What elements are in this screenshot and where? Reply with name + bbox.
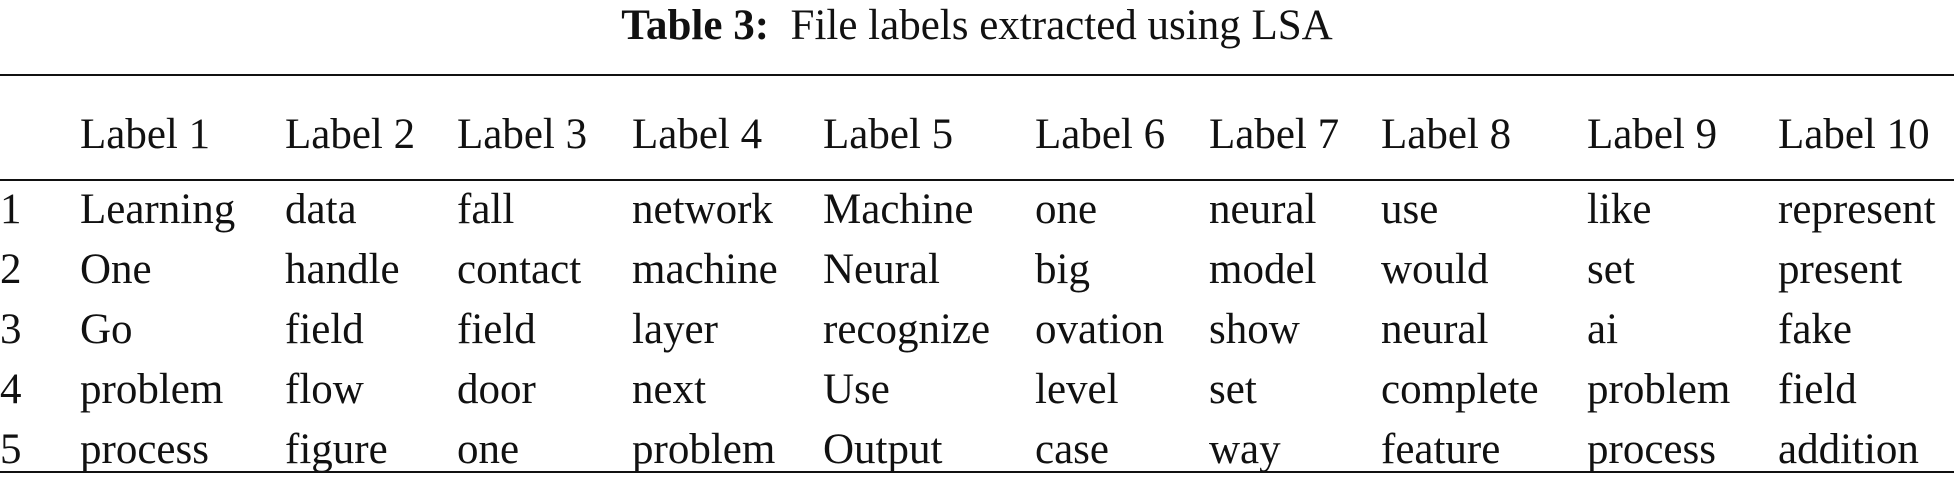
table-cell: machine [632, 245, 778, 293]
table-cell: Go [80, 305, 133, 353]
row-number-cell: 4 [0, 365, 22, 413]
table-cell: flow [285, 365, 364, 413]
column-header: Label 2 [285, 110, 416, 158]
row-number-cell: 1 [0, 185, 22, 233]
column-header: Label 6 [1035, 110, 1166, 158]
table-top-rule [0, 74, 1954, 76]
table-cell: Neural [823, 245, 940, 293]
table-header-row: Label 1 Label 2 Label 3 Label 4 Label 5 … [0, 89, 1954, 179]
table-cell: Learning [80, 185, 236, 233]
table-cell: model [1209, 245, 1317, 293]
column-header: Label 4 [632, 110, 763, 158]
column-header: Label 5 [823, 110, 954, 158]
column-header: Label 8 [1381, 110, 1512, 158]
table-cell: would [1381, 245, 1489, 293]
table-cell: figure [285, 425, 388, 473]
table-cell: process [1587, 425, 1716, 473]
table-cell: handle [285, 245, 400, 293]
table-cell: One [80, 245, 152, 293]
row-number-cell: 5 [0, 425, 22, 473]
table-cell: field [1778, 365, 1857, 413]
table-bottom-rule [0, 471, 1954, 473]
table-cell: fake [1778, 305, 1852, 353]
column-header: Label 1 [80, 110, 211, 158]
table-cell: network [632, 185, 773, 233]
table-cell: problem [1587, 365, 1731, 413]
table-caption: Table 3: File labels extracted using LSA [0, 0, 1954, 52]
table-caption-text: File labels extracted using LSA [790, 2, 1333, 49]
table-row: 2 One handle contact machine Neural big … [0, 239, 1954, 299]
table-caption-label: Table 3: [621, 2, 770, 49]
table-cell: layer [632, 305, 718, 353]
table-cell: Machine [823, 185, 974, 233]
table-header-rule [0, 179, 1954, 181]
labels-table: Label 1 Label 2 Label 3 Label 4 Label 5 … [0, 89, 1954, 479]
table-cell: level [1035, 365, 1119, 413]
table-cell: case [1035, 425, 1109, 473]
table-row: 5 process figure one problem Output case… [0, 419, 1954, 479]
table-cell: neural [1381, 305, 1489, 353]
column-header: Label 7 [1209, 110, 1340, 158]
table-cell: feature [1381, 425, 1501, 473]
table-cell: process [80, 425, 209, 473]
table-cell: data [285, 185, 357, 233]
table-cell: big [1035, 245, 1090, 293]
column-header [0, 89, 80, 179]
table-cell: set [1209, 365, 1257, 413]
table-row: 4 problem flow door next Use level set c… [0, 359, 1954, 419]
table-cell: recognize [823, 305, 991, 353]
table-cell: problem [80, 365, 224, 413]
table-cell: addition [1778, 425, 1919, 473]
table-cell: ai [1587, 305, 1619, 353]
table-cell: set [1587, 245, 1635, 293]
table-cell: use [1381, 185, 1439, 233]
column-header: Label 9 [1587, 110, 1718, 158]
table-cell: problem [632, 425, 776, 473]
row-number-cell: 3 [0, 305, 22, 353]
table-cell: like [1587, 185, 1652, 233]
table-row: 1 Learning data fall network Machine one… [0, 179, 1954, 239]
table-cell: field [457, 305, 536, 353]
table-cell: contact [457, 245, 582, 293]
column-header: Label 3 [457, 110, 588, 158]
table-cell: neural [1209, 185, 1317, 233]
row-number-cell: 2 [0, 245, 22, 293]
table-cell: represent [1778, 185, 1936, 233]
table-cell: complete [1381, 365, 1539, 413]
table-cell: Use [823, 365, 890, 413]
table-cell: field [285, 305, 364, 353]
table-cell: fall [457, 185, 515, 233]
table-cell: door [457, 365, 536, 413]
table-cell: present [1778, 245, 1903, 293]
table-cell: next [632, 365, 707, 413]
table-row: 3 Go field field layer recognize ovation… [0, 299, 1954, 359]
table-cell: one [1035, 185, 1098, 233]
table-cell: show [1209, 305, 1300, 353]
table-cell: ovation [1035, 305, 1164, 353]
table-cell: way [1209, 425, 1281, 473]
column-header: Label 10 [1778, 110, 1930, 158]
table-cell: Output [823, 425, 943, 473]
table-cell: one [457, 425, 520, 473]
